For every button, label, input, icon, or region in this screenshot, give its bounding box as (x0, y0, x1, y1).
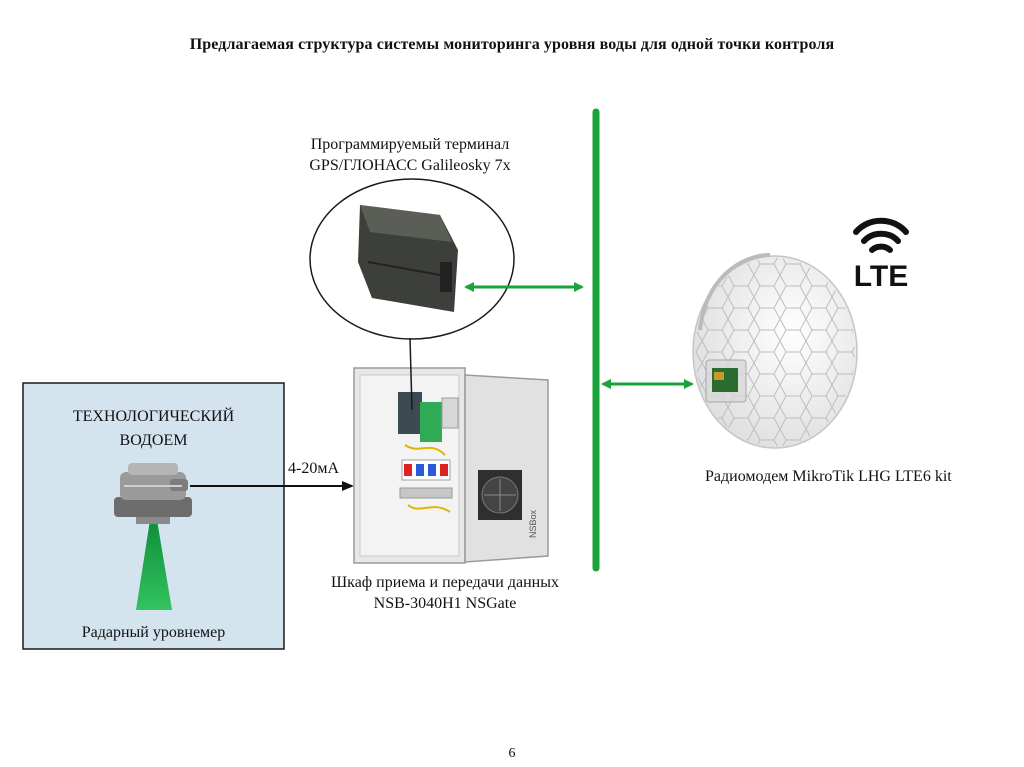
cabinet-label-line2: NSB-3040H1 NSGate (373, 595, 517, 612)
reservoir-label-line2: ВОДОЕМ (119, 432, 188, 449)
cabinet-label: Шкаф приема и передачи данных NSB-3040H1… (290, 572, 600, 614)
radar-level-sensor-icon (114, 463, 192, 610)
cabinet-label-line1: Шкаф приема и передачи данных (331, 574, 559, 591)
cabinet-image (353, 367, 549, 564)
terminal-label-line1: Программируемый терминал (310, 136, 510, 153)
lte-dish-icon (692, 253, 858, 449)
page-number: 6 (508, 746, 516, 761)
terminal-label: Программируемый терминал GPS/ГЛОНАСС Gal… (260, 134, 560, 176)
lte-signal-icon (846, 208, 916, 294)
modem-label: Радиомодем MikroTik LHG LTE6 kit (705, 468, 952, 485)
cabinet-brand-text: NSBox (528, 509, 538, 538)
radar-sensor-label: Радарный уровнемер (81, 624, 226, 641)
gps-terminal-icon (358, 205, 458, 312)
reservoir-label: ТЕХНОЛОГИЧЕСКИЙ ВОДОЕМ (23, 405, 284, 453)
page-title: Предлагаемая структура системы мониторин… (189, 36, 835, 53)
signal-label: 4-20мА (288, 460, 340, 477)
reservoir-label-line1: ТЕХНОЛОГИЧЕСКИЙ (72, 408, 235, 425)
lte-badge-text: LTE (854, 260, 908, 293)
terminal-label-line2: GPS/ГЛОНАСС Galileosky 7x (309, 157, 511, 174)
